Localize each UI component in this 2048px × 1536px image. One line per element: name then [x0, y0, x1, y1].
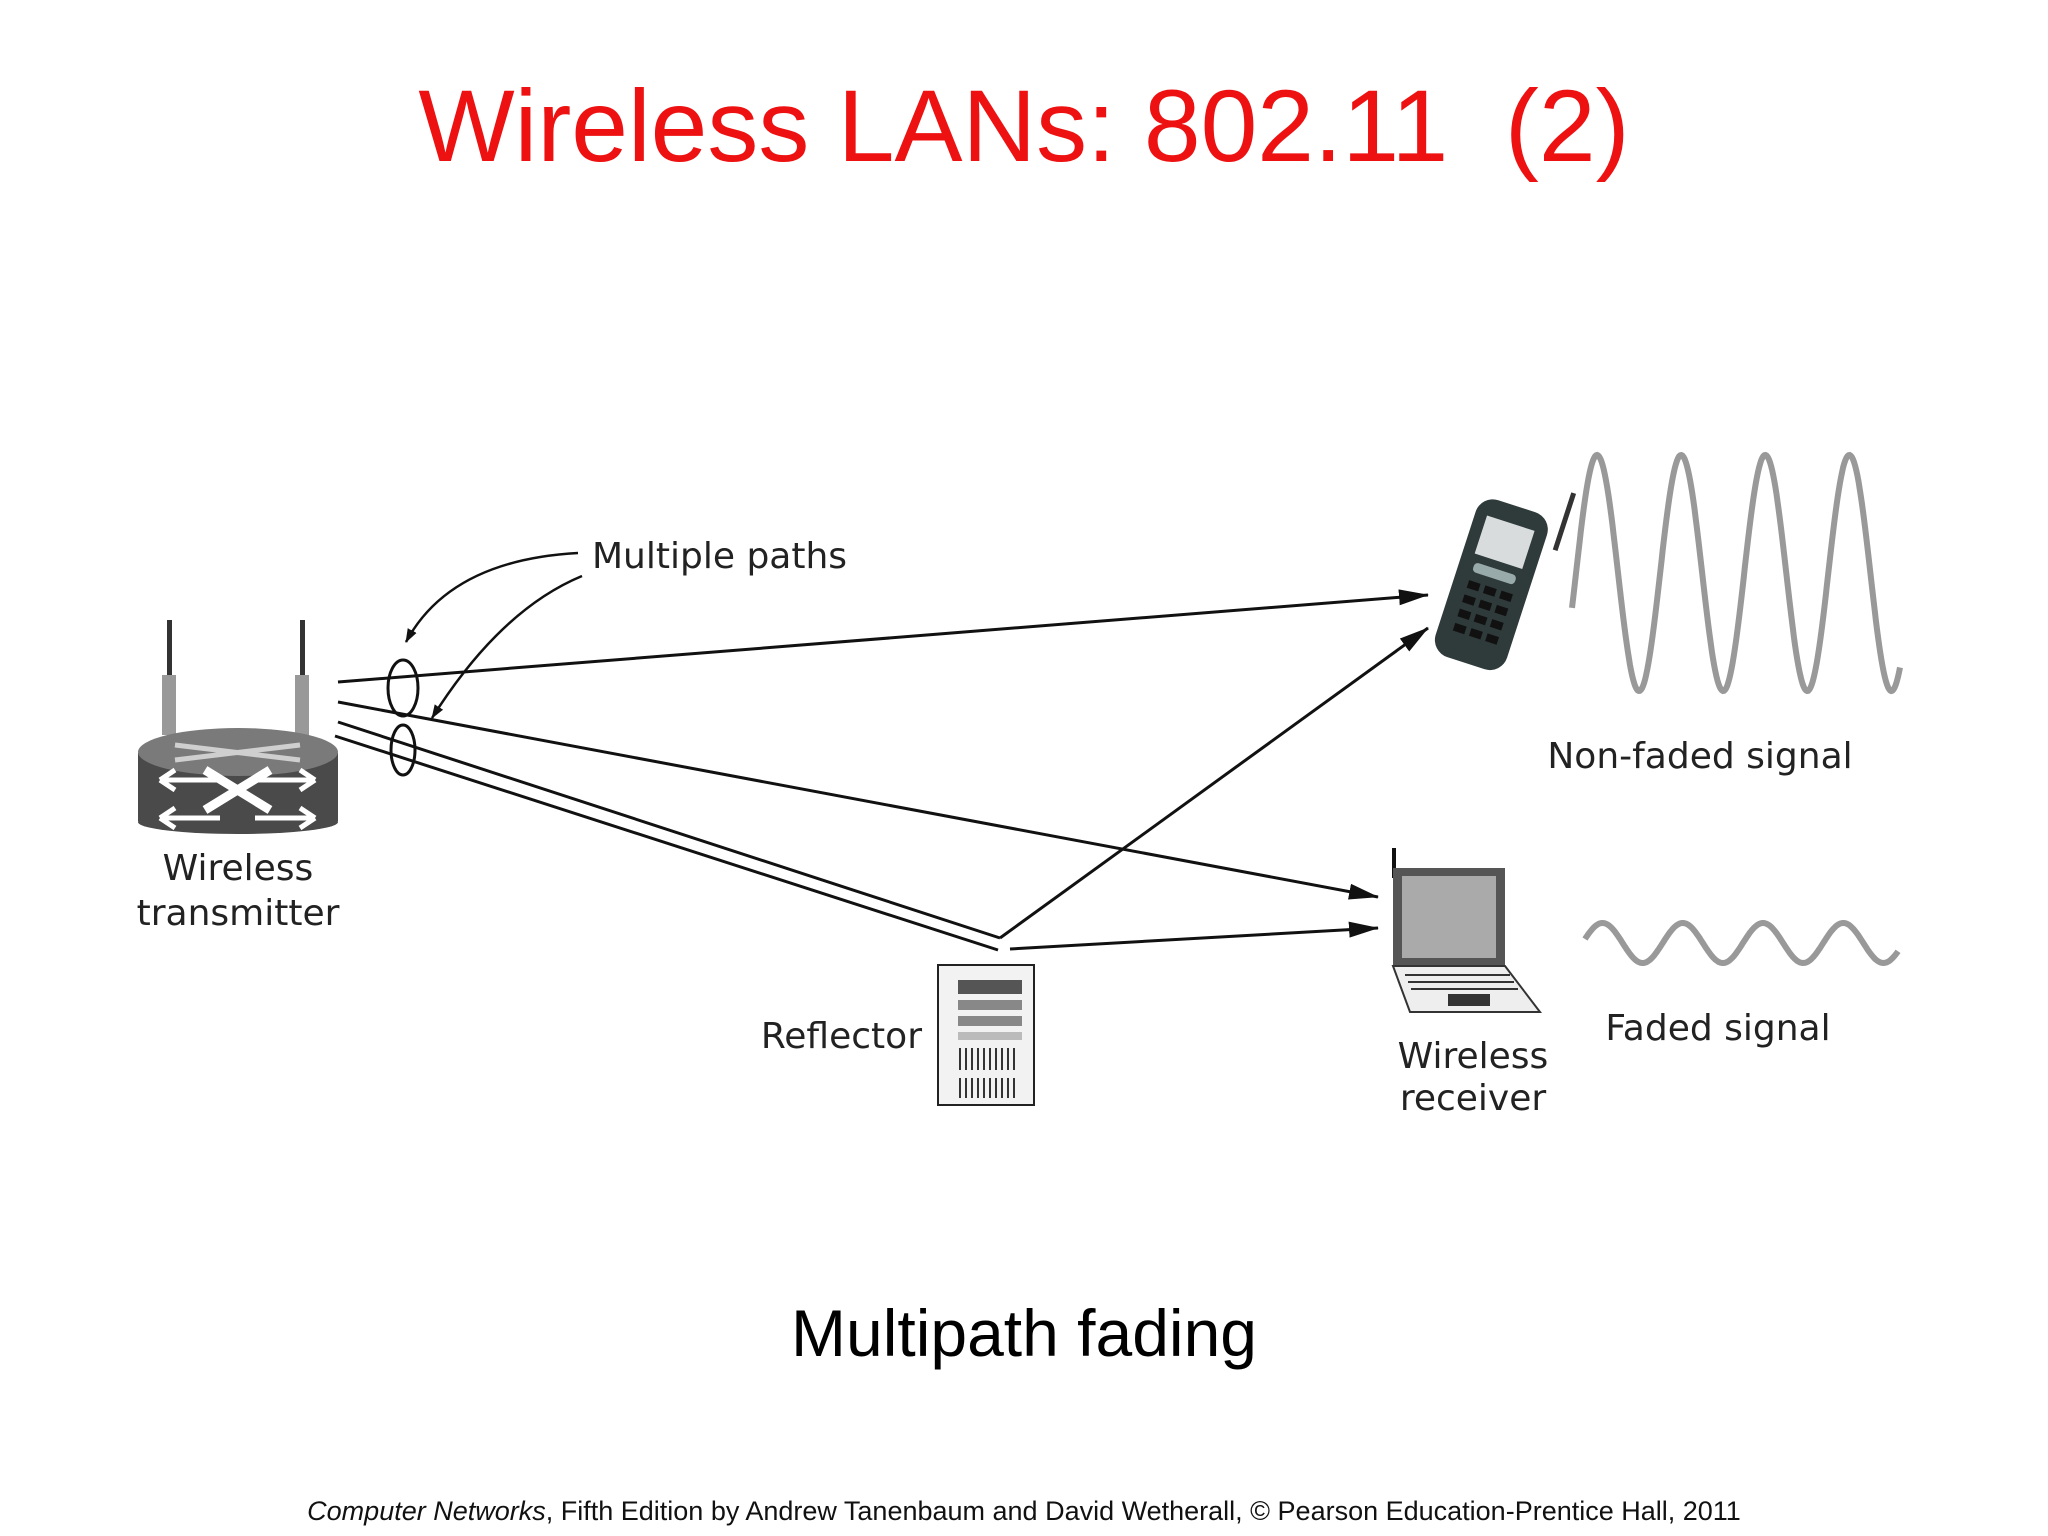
- laptop-icon: [1391, 848, 1543, 1013]
- footer-book-title: Computer Networks: [307, 1496, 546, 1526]
- transmitter-label-line1: Wireless: [163, 848, 314, 889]
- non-faded-label: Non-faded signal: [1547, 736, 1852, 777]
- faded-label: Faded signal: [1605, 1008, 1830, 1049]
- faded-wave: [1582, 920, 1901, 967]
- router-icon: [138, 620, 338, 834]
- receiver-label-line2: receiver: [1400, 1078, 1547, 1119]
- non-faded-wave: [1569, 451, 1903, 695]
- reflector-label: Reflector: [761, 1016, 922, 1057]
- cell-phone-icon: [1434, 492, 1577, 671]
- multiple-paths-label: Multiple paths: [592, 536, 847, 577]
- multiple-paths-callout: [404, 551, 583, 719]
- transmitter-label-line2: transmitter: [137, 893, 340, 934]
- slide-title: Wireless LANs: 802.11 (2): [418, 69, 1630, 183]
- footer-credit: , Fifth Edition by Andrew Tanenbaum and …: [545, 1496, 1741, 1526]
- slide-caption: Multipath fading: [791, 1296, 1257, 1370]
- server-icon: [937, 964, 1035, 1106]
- signal-paths: [334, 589, 1429, 952]
- slide-footer: Computer Networks, Fifth Edition by Andr…: [0, 1496, 2048, 1527]
- receiver-label-line1: Wireless: [1398, 1036, 1549, 1077]
